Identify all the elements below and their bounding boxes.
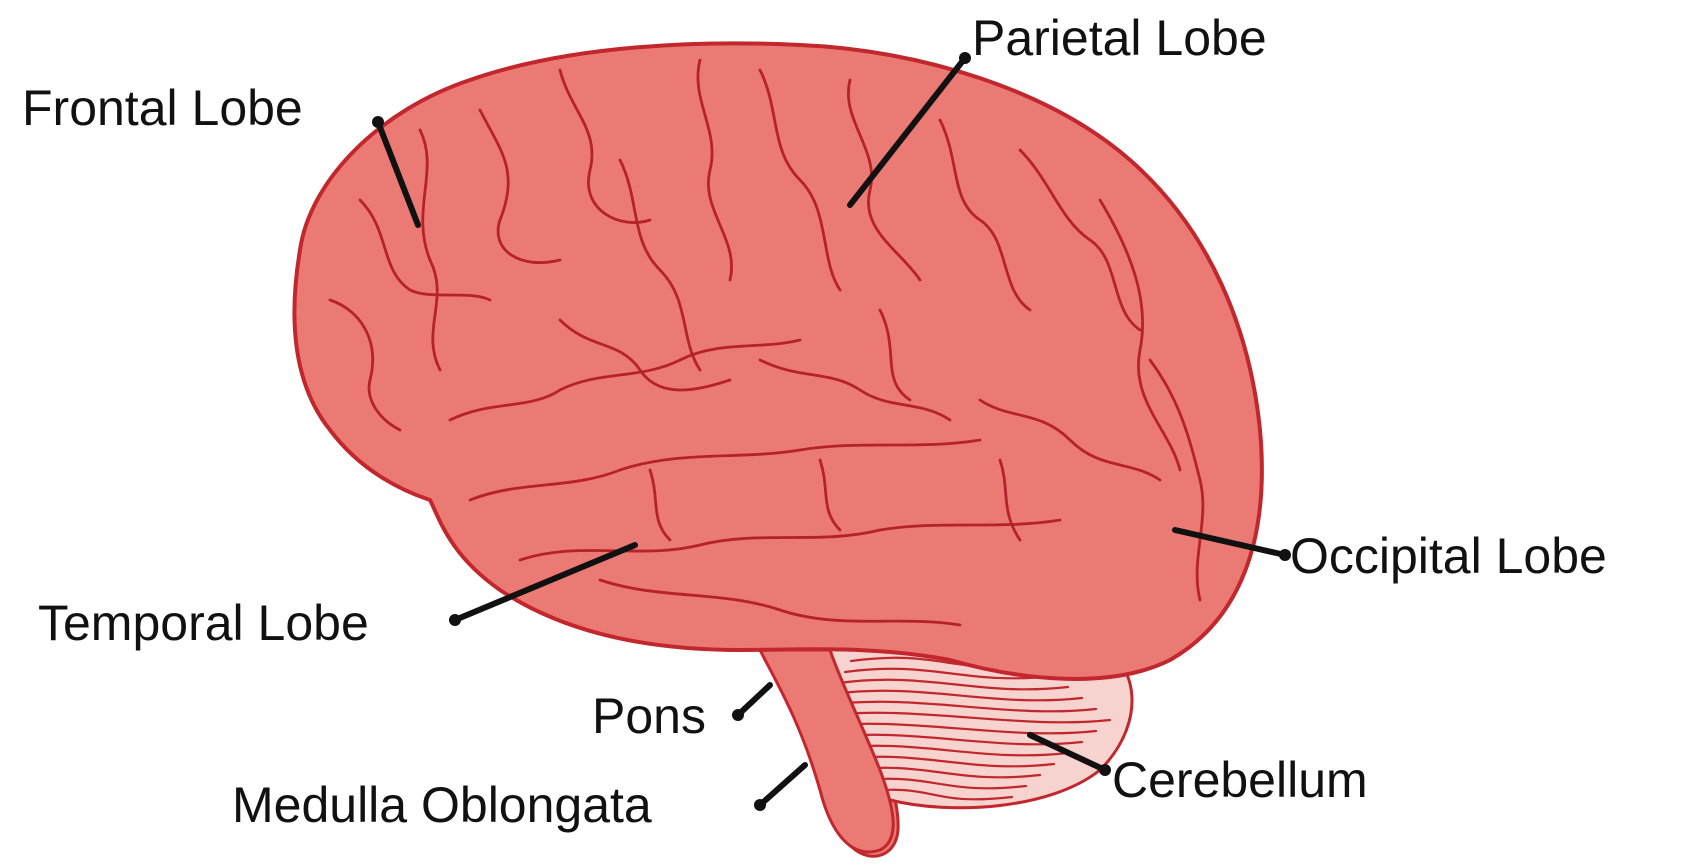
- label-medulla-oblongata: Medulla Oblongata: [232, 777, 652, 833]
- label-parietal-lobe: Parietal Lobe: [972, 10, 1267, 66]
- leader-dot-temporal: [449, 614, 461, 626]
- label-pons: Pons: [592, 688, 706, 744]
- label-occipital-lobe: Occipital Lobe: [1290, 528, 1607, 584]
- leader-dot-frontal: [372, 116, 384, 128]
- label-cerebellum: Cerebellum: [1112, 752, 1368, 808]
- leader-pons: [738, 685, 770, 715]
- leader-dot-pons: [732, 709, 744, 721]
- label-frontal-lobe: Frontal Lobe: [22, 80, 303, 136]
- leader-medulla: [760, 765, 805, 805]
- leader-dot-medulla: [754, 799, 766, 811]
- leader-dot-parietal: [959, 52, 971, 64]
- leader-dot-cerebellum: [1099, 764, 1111, 776]
- label-temporal-lobe: Temporal Lobe: [38, 595, 369, 651]
